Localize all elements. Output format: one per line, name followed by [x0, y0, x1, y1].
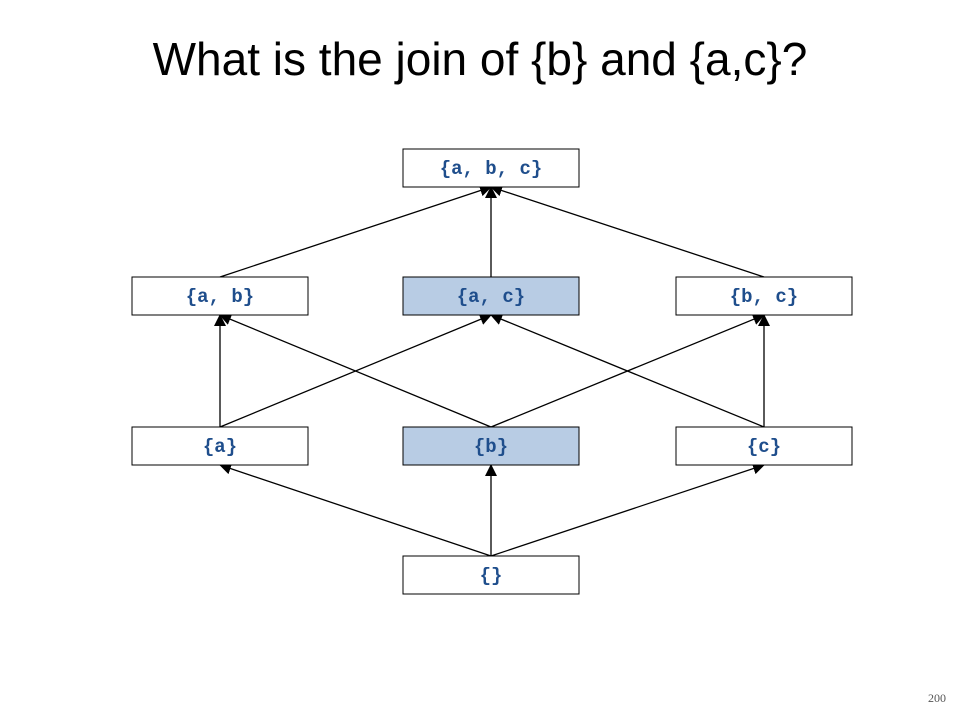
node-label-abc: {a, b, c} — [440, 158, 543, 180]
lattice-node-empty: {} — [402, 555, 580, 595]
node-box-a — [131, 426, 309, 466]
node-label-ac: {a, c} — [457, 286, 525, 308]
lattice-node-c: {c} — [675, 426, 853, 466]
lattice-node-bc: {b, c} — [675, 276, 853, 316]
lattice-node-ab: {a, b} — [131, 276, 309, 316]
edge-b-to-ab — [219, 313, 492, 428]
node-label-empty: {} — [480, 565, 503, 587]
edge-empty-to-c — [490, 462, 765, 557]
edges-layer — [214, 184, 770, 557]
node-box-abc — [402, 148, 580, 188]
node-box-ab — [131, 276, 309, 316]
lattice-node-b: {b} — [402, 426, 580, 466]
lattice-node-abc: {a, b, c} — [402, 148, 580, 188]
slide-title: What is the join of {b} and {a,c}? — [152, 33, 808, 85]
edge-bc-to-abc — [490, 184, 765, 278]
lattice-node-ac: {a, c} — [402, 276, 580, 316]
node-box-ac — [402, 276, 580, 316]
edge-empty-to-a — [219, 462, 492, 557]
edge-c-to-ac — [490, 313, 765, 428]
node-box-b — [402, 426, 580, 466]
nodes-layer: {a, b, c} {a, b} {a, c} {b, c} {a} {b} {c} {} — [131, 148, 853, 595]
node-box-c — [675, 426, 853, 466]
node-box-bc — [675, 276, 853, 316]
node-box-empty — [402, 555, 580, 595]
node-label-c: {c} — [747, 436, 781, 458]
node-label-a: {a} — [203, 436, 237, 458]
lattice-node-a: {a} — [131, 426, 309, 466]
node-label-b: {b} — [474, 436, 508, 458]
page-number: 200 — [928, 691, 946, 705]
edge-ab-to-abc — [219, 184, 492, 278]
node-label-bc: {b, c} — [730, 286, 798, 308]
node-label-ab: {a, b} — [186, 286, 254, 308]
